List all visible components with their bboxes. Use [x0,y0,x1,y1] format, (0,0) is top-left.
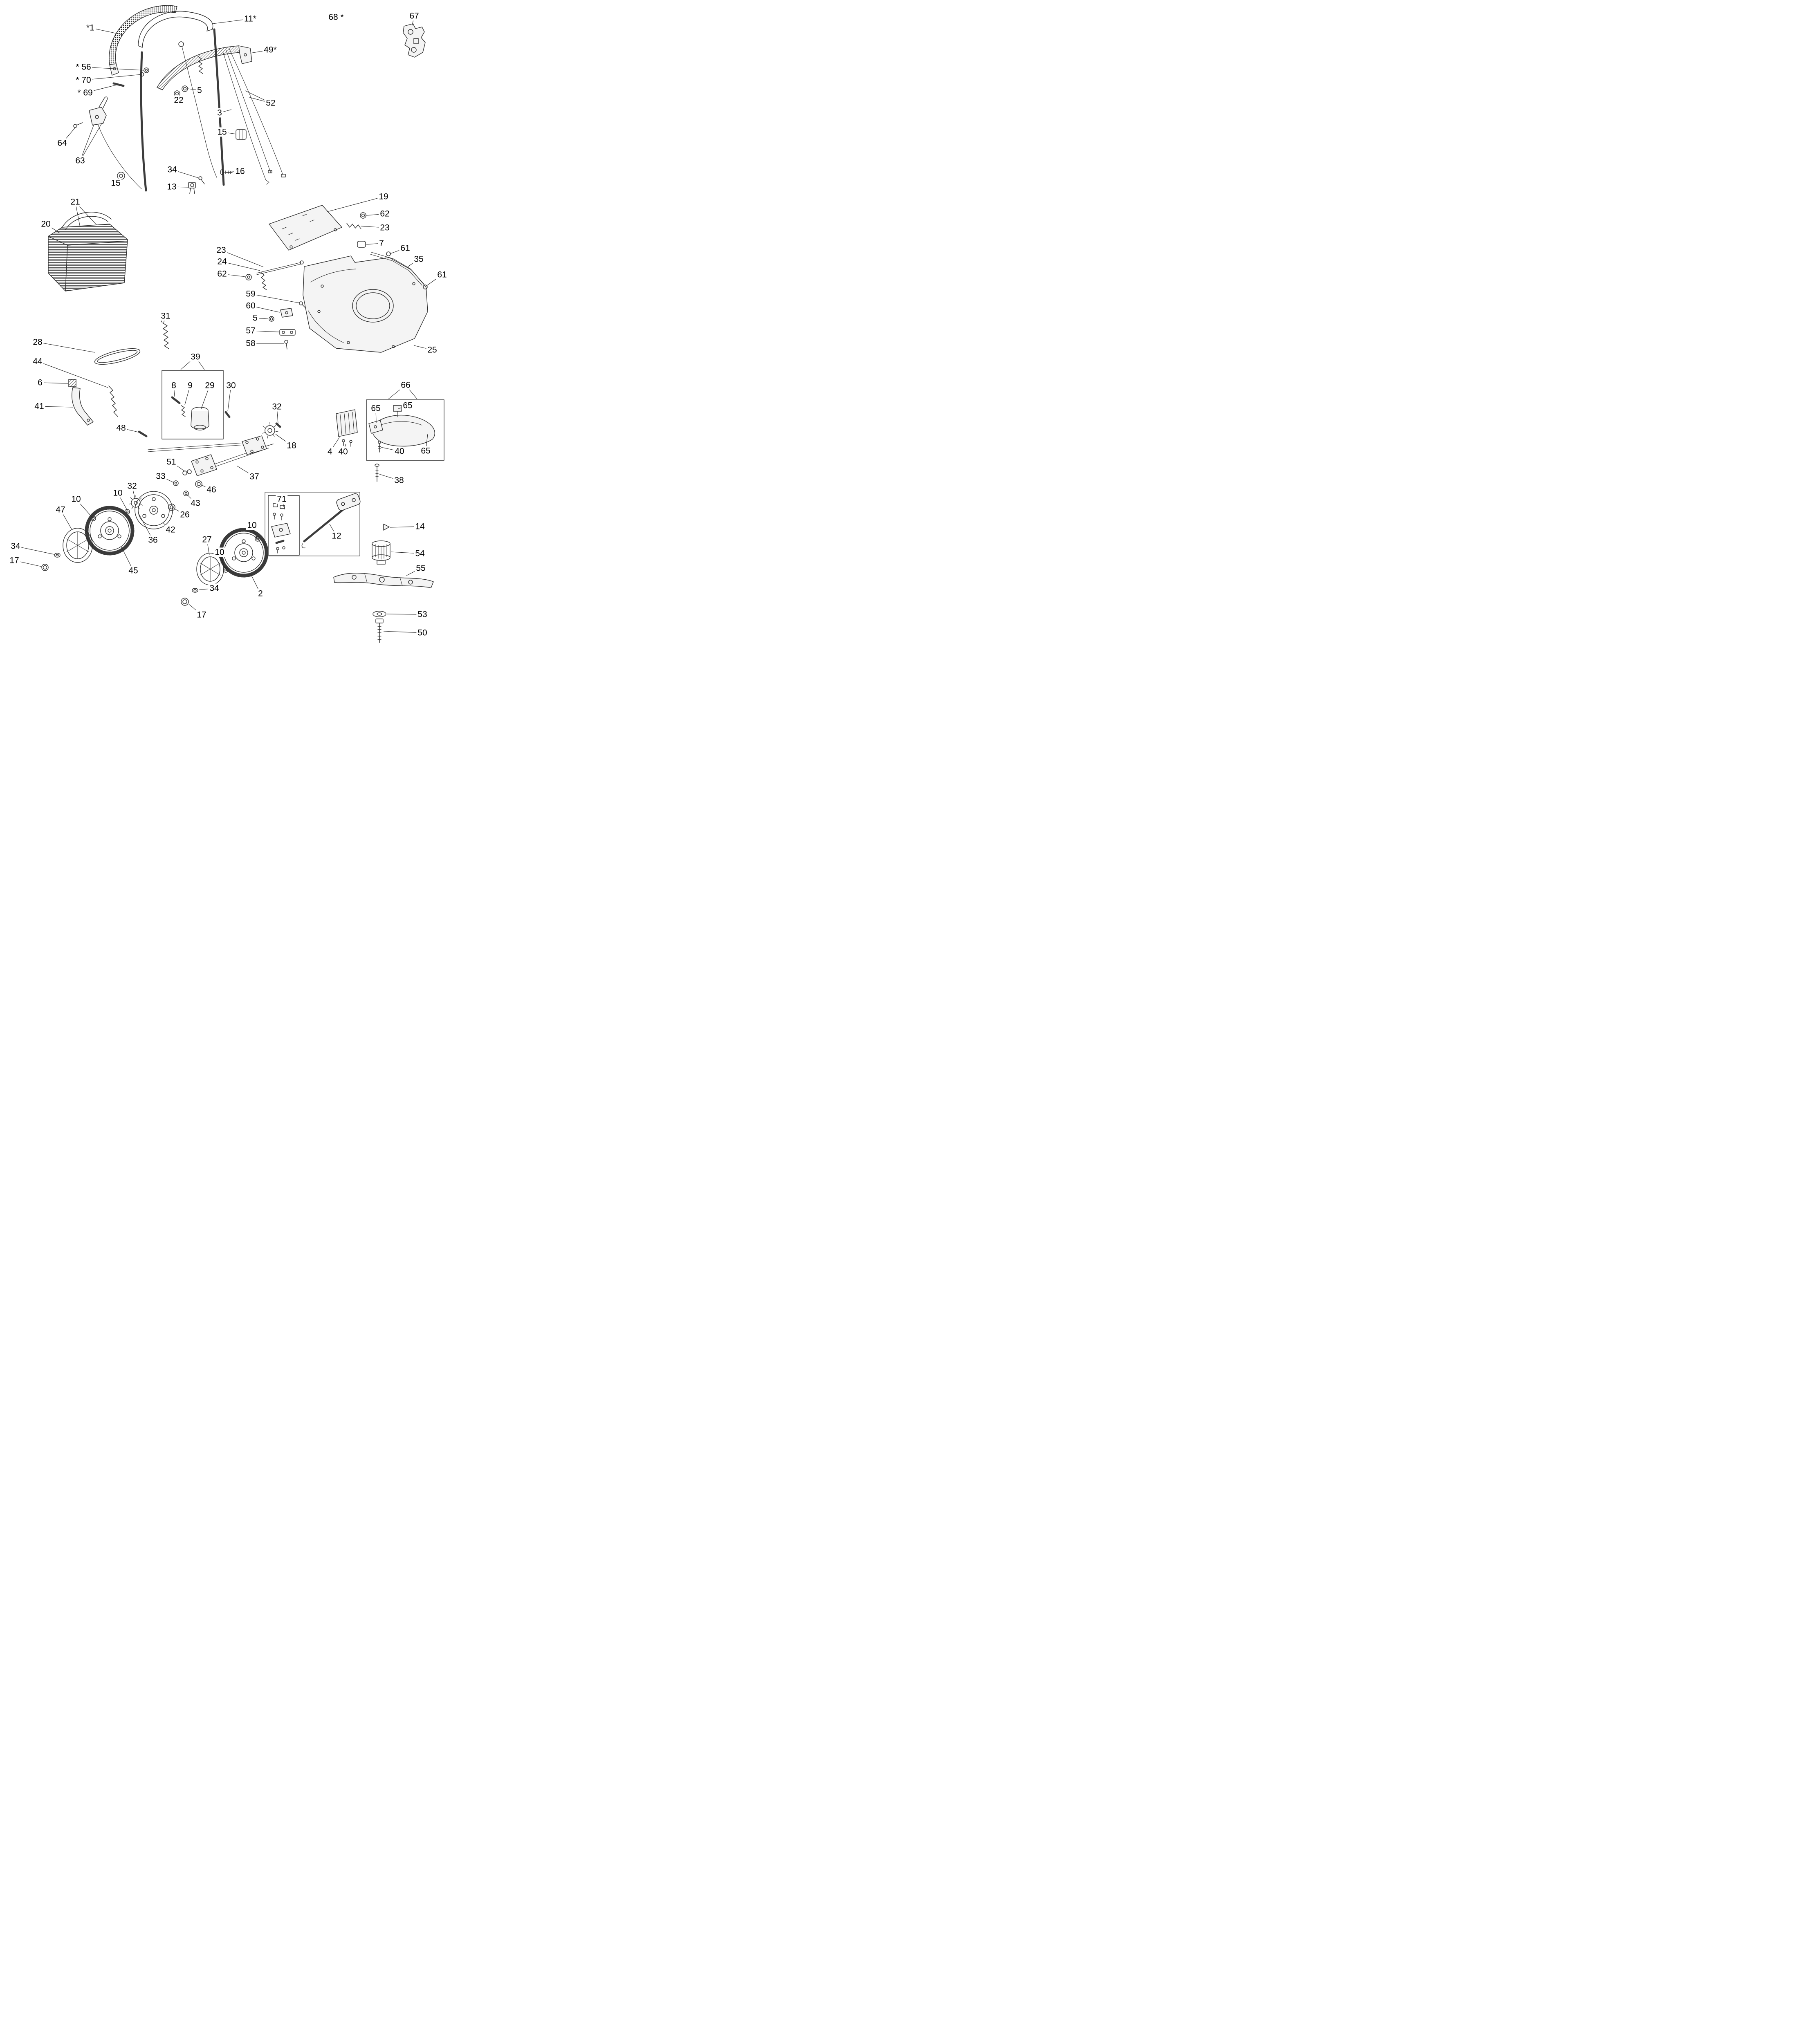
pinion-left [124,495,143,515]
height-rod-group [245,260,304,290]
diagram-art [41,5,444,643]
woodruff-key [383,524,390,531]
deck-hardware-right [346,212,428,289]
bearing-parts [168,469,202,511]
transmission-group [148,370,262,452]
mulch-comb [336,409,358,447]
hardware-kit-box [268,495,300,556]
tension-spring [161,317,169,349]
axle-bracket-assembly [265,492,361,556]
axle-shaft-group [191,435,274,476]
deck-housing [303,256,428,353]
rear-flap [269,205,342,251]
blade-washer [373,611,386,617]
drive-belt [94,348,141,365]
wheel-right [219,528,269,578]
wheel-left [85,506,135,556]
small-fasteners-top [188,169,233,194]
blade-bolt [375,619,384,643]
discharge-guard-box [366,399,444,461]
clevis-pin [138,430,148,437]
handlebar-assembly [109,5,286,192]
deck-hardware-left [269,301,306,350]
hubcap-left [41,528,93,571]
blade [333,573,434,588]
guard-screw [375,464,379,482]
drive-pinion-right [262,422,281,439]
brake-lever-group [73,96,142,189]
blade-adapter [372,540,390,565]
clutch-lever [68,379,94,426]
shroud-fragment [403,23,426,58]
hubcap-right [181,553,224,606]
clutch-spring [108,385,118,417]
grass-catcher [48,212,128,291]
cable-clamp [236,129,247,140]
pulley-disc [135,491,173,529]
